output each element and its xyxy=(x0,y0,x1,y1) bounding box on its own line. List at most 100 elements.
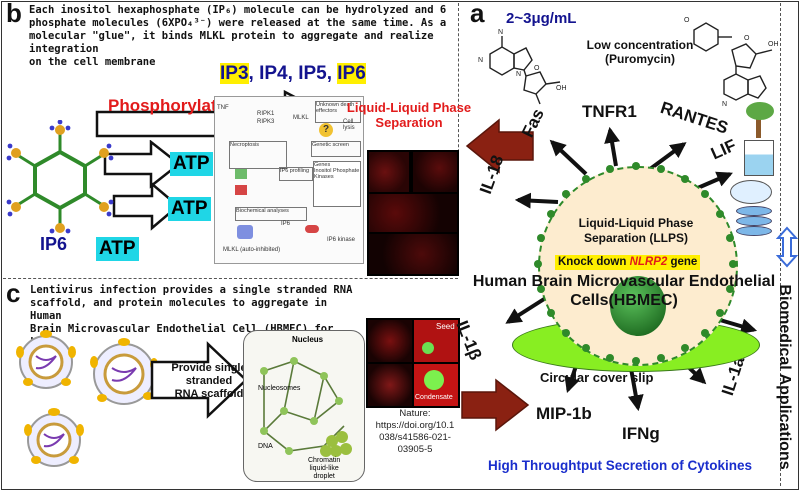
micro-tile-3 xyxy=(369,194,457,232)
panel-b-line-4: on the cell membrane xyxy=(29,56,156,68)
arrow-c-to-a xyxy=(461,378,530,432)
seed-label: Seed xyxy=(436,322,455,331)
cell-membrane-dots xyxy=(534,162,737,365)
panel-letter-c: c xyxy=(6,278,21,308)
plant-icon xyxy=(744,102,776,138)
condensate-droplet-icon xyxy=(424,370,444,390)
condensate-label: Condensate xyxy=(415,394,453,401)
seed-droplet-icon xyxy=(422,342,434,354)
svg-text:OH: OH xyxy=(768,41,779,48)
scaffold-label: Provide single stranded RNA scaffold xyxy=(150,362,268,401)
activated-mlkl-icon xyxy=(305,225,319,233)
pathway-node-ripk1: RIPK1 xyxy=(257,111,275,117)
arrow-a-to-b xyxy=(465,118,534,174)
micro-panel-seed: Seed xyxy=(414,320,458,362)
svg-text:O: O xyxy=(744,35,750,42)
chromatin-line3: droplet xyxy=(313,473,335,480)
hbmec-label: Human Brain Microvascular Endothelial Ce… xyxy=(464,272,784,310)
panel-b-line-2: phosphate molecules (6XPO₄³⁻) were relea… xyxy=(29,17,447,29)
pathway-node-unknown: Unknown death effectors xyxy=(315,101,361,123)
low-conc-line2: (Puromycin) xyxy=(604,52,675,66)
pathway-box-mlkl-auto: MLKL (auto-inhibited) xyxy=(223,247,281,253)
panel-a-frame xyxy=(458,3,781,486)
llps-label-b-line2: Separation xyxy=(375,115,443,130)
cell-stack-icon xyxy=(736,206,772,236)
ip-separator-3: , xyxy=(326,63,338,84)
svg-text:O: O xyxy=(534,65,540,72)
panel-letter-a: a xyxy=(470,0,485,28)
vertical-divider xyxy=(458,3,459,243)
chromatin-line2: liquid-like xyxy=(309,465,339,472)
coverslip-label: Circular cover slip xyxy=(540,370,654,385)
hbmec-line1: Human Brain Microvascular Endothelial xyxy=(472,273,776,290)
low-conc-line1: Low concentration xyxy=(586,38,694,52)
double-arrow-icon xyxy=(776,226,798,268)
atp-label-2: ATP xyxy=(168,197,211,221)
atp-arrow-2 xyxy=(112,182,180,231)
llps-label-a: Liquid-Liquid Phase Separation (LLPS) xyxy=(550,216,722,246)
micro-panel-1 xyxy=(368,320,412,362)
question-icon: ? xyxy=(319,123,333,137)
cytokine-ifng: IFNg xyxy=(622,424,660,443)
ip-separator-1: , xyxy=(248,63,260,84)
llps-a-line1: Liquid-Liquid Phase xyxy=(578,216,694,230)
knockdown-prefix: Knock down xyxy=(558,256,630,268)
citation-line1: Nature: xyxy=(399,408,431,419)
llps-a-line2: Separation (LLPS) xyxy=(583,231,688,245)
low-concentration-label: Low concentration (Puromycin) xyxy=(560,38,720,66)
nucleosomes-label: Nucleosomes xyxy=(258,385,301,392)
knockdown-gene: NLRP2 xyxy=(629,256,668,268)
microscopy-strip xyxy=(367,150,459,276)
pathway-box-ip6-profiling: IP6 profiling xyxy=(279,167,313,181)
citation-line2: https://doi.org/10.1 xyxy=(375,420,455,431)
red-cross-icon xyxy=(235,185,247,195)
scaffold-label-line1: Provide single stranded xyxy=(171,362,247,387)
virus-icon-2 xyxy=(93,343,155,405)
ip-separator-2: , xyxy=(287,63,299,84)
bottom-title: High Throughtput Secretion of Cytokines xyxy=(488,458,752,473)
ip6-label-top: IP6 xyxy=(337,63,366,84)
chromatin-network xyxy=(260,357,352,457)
svg-text:N: N xyxy=(516,71,521,78)
condensate-micrographs: Seed Condensate xyxy=(366,318,460,408)
pathway-node-mlkl: MLKL xyxy=(293,115,309,121)
cytokine-mip1b: MIP-1b xyxy=(536,404,592,423)
knockdown-suffix: gene xyxy=(667,256,698,268)
hbmec-line2: Cells(HBMEC) xyxy=(570,292,678,309)
ip-label-row: IP3, IP4, IP5, IP6 xyxy=(220,63,366,85)
llps-label-b-line1: Liquid-Liquid Phase xyxy=(346,100,472,115)
nucleus-label: Nucleus xyxy=(292,335,324,344)
concentration-label: 2~3μg/mL xyxy=(506,10,577,27)
panel-b-line-3: molecular "glue", it binds MLKL protein … xyxy=(29,30,434,55)
svg-text:OH: OH xyxy=(556,85,566,92)
knockdown-label: Knock down NLRP2 gene xyxy=(555,255,701,270)
chromatin-droplet-label: Chromatin liquid-like droplet xyxy=(308,457,340,481)
panel-b-line-1: Each inositol hexaphosphate (IP₆) molecu… xyxy=(29,4,447,16)
puromycin-structure-left: N N N O OH xyxy=(478,29,566,105)
atp-label-1: ATP xyxy=(170,152,213,176)
pathway-box-biochemical: Biochemical analyses xyxy=(235,207,307,221)
pathway-node-ripk3: RIPK3 xyxy=(257,119,275,125)
nucleus-diagram: Nucleus Nucleosomes DNA Chromatin liquid… xyxy=(243,330,365,482)
pathway-box-genes: Genes Inositol Phosphate Kinases xyxy=(313,161,361,207)
nature-citation: Nature: https://doi.org/10.1 038/s41586-… xyxy=(372,408,458,456)
panel-c-line-1: Lentivirus infection provides a single s… xyxy=(30,284,353,296)
citation-line3: 038/s41586-021- xyxy=(379,432,451,443)
chromatin-line1: Chromatin xyxy=(308,457,341,464)
pathway-schematic: TNF RIPK1 RIPK3 MLKL Unknown death effec… xyxy=(214,96,364,264)
svg-text:N: N xyxy=(478,57,483,64)
svg-text:N: N xyxy=(498,29,503,36)
panel-letter-b: b xyxy=(6,0,22,28)
cytokine-tnfr1: TNFR1 xyxy=(582,102,637,121)
nucleus-icon xyxy=(610,276,666,336)
panel-b-description: Each inositol hexaphosphate (IP₆) molecu… xyxy=(29,4,469,69)
ip5-label: IP5 xyxy=(298,63,327,84)
atp-label-3: ATP xyxy=(96,237,139,261)
micro-tile-2 xyxy=(413,152,457,192)
llps-label-b: Liquid-Liquid Phase Separation xyxy=(344,100,474,130)
ip6-molecule-icon xyxy=(6,120,114,234)
pathway-node-tnf: TNF xyxy=(217,105,229,111)
ip6-label: IP6 xyxy=(40,234,68,254)
